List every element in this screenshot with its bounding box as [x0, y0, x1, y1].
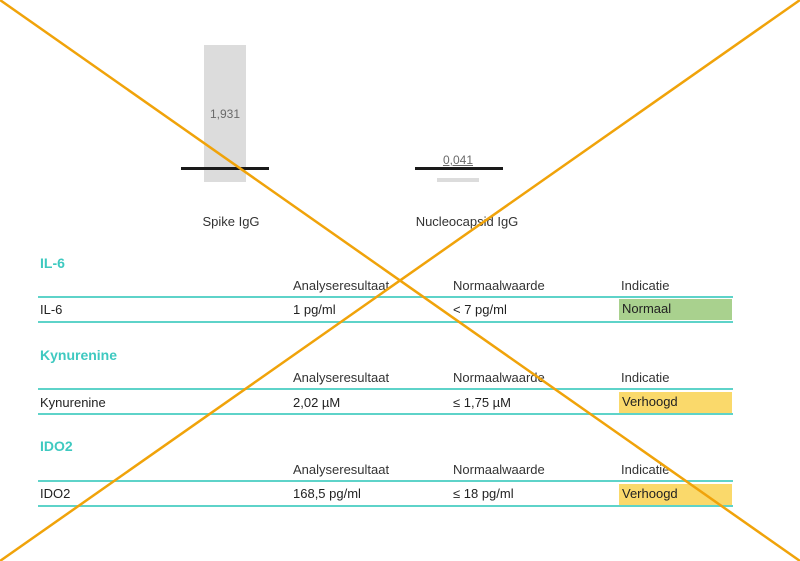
spike-igg-label: Spike IgG	[202, 214, 260, 229]
row-normal: < 7 pg/ml	[453, 302, 507, 317]
row-normal: ≤ 18 pg/ml	[453, 486, 514, 501]
column-header-normal: Normaalwaarde	[453, 278, 545, 293]
row-name: Kynurenine	[40, 395, 106, 410]
row-name: IDO2	[40, 486, 71, 501]
column-header-result: Analyseresultaat	[293, 278, 390, 293]
status-badge: Verhoogd	[619, 392, 732, 413]
table-rule-top	[38, 296, 733, 298]
column-header-indication: Indicatie	[621, 278, 670, 293]
row-result: 168,5 pg/ml	[293, 486, 361, 501]
section-title: IL-6	[40, 255, 65, 271]
table-rule-bottom	[38, 321, 733, 323]
column-header-result: Analyseresultaat	[293, 370, 390, 385]
spike-igg-reference-line	[181, 167, 269, 170]
nucleocapsid-igg-value: 0,041	[442, 153, 474, 167]
column-header-normal: Normaalwaarde	[453, 462, 545, 477]
nucleocapsid-igg-label: Nucleocapsid IgG	[415, 214, 519, 229]
column-header-indication: Indicatie	[621, 370, 670, 385]
status-badge: Normaal	[619, 299, 732, 320]
row-normal: ≤ 1,75 µM	[453, 395, 511, 410]
nucleocapsid-igg-reference-line	[415, 167, 503, 170]
table-rule-top	[38, 480, 733, 482]
column-header-result: Analyseresultaat	[293, 462, 390, 477]
column-header-normal: Normaalwaarde	[453, 370, 545, 385]
section-title: Kynurenine	[40, 347, 118, 363]
table-rule-bottom	[38, 505, 733, 507]
table-rule-top	[38, 388, 733, 390]
row-result: 1 pg/ml	[293, 302, 336, 317]
section-title: IDO2	[40, 438, 73, 454]
nucleocapsid-igg-bar	[437, 178, 479, 182]
row-result: 2,02 µM	[293, 395, 341, 410]
row-name: IL-6	[40, 302, 63, 317]
spike-igg-value: 1,931	[209, 107, 241, 121]
table-rule-bottom	[38, 413, 733, 415]
status-badge: Verhoogd	[619, 484, 732, 505]
column-header-indication: Indicatie	[621, 462, 670, 477]
